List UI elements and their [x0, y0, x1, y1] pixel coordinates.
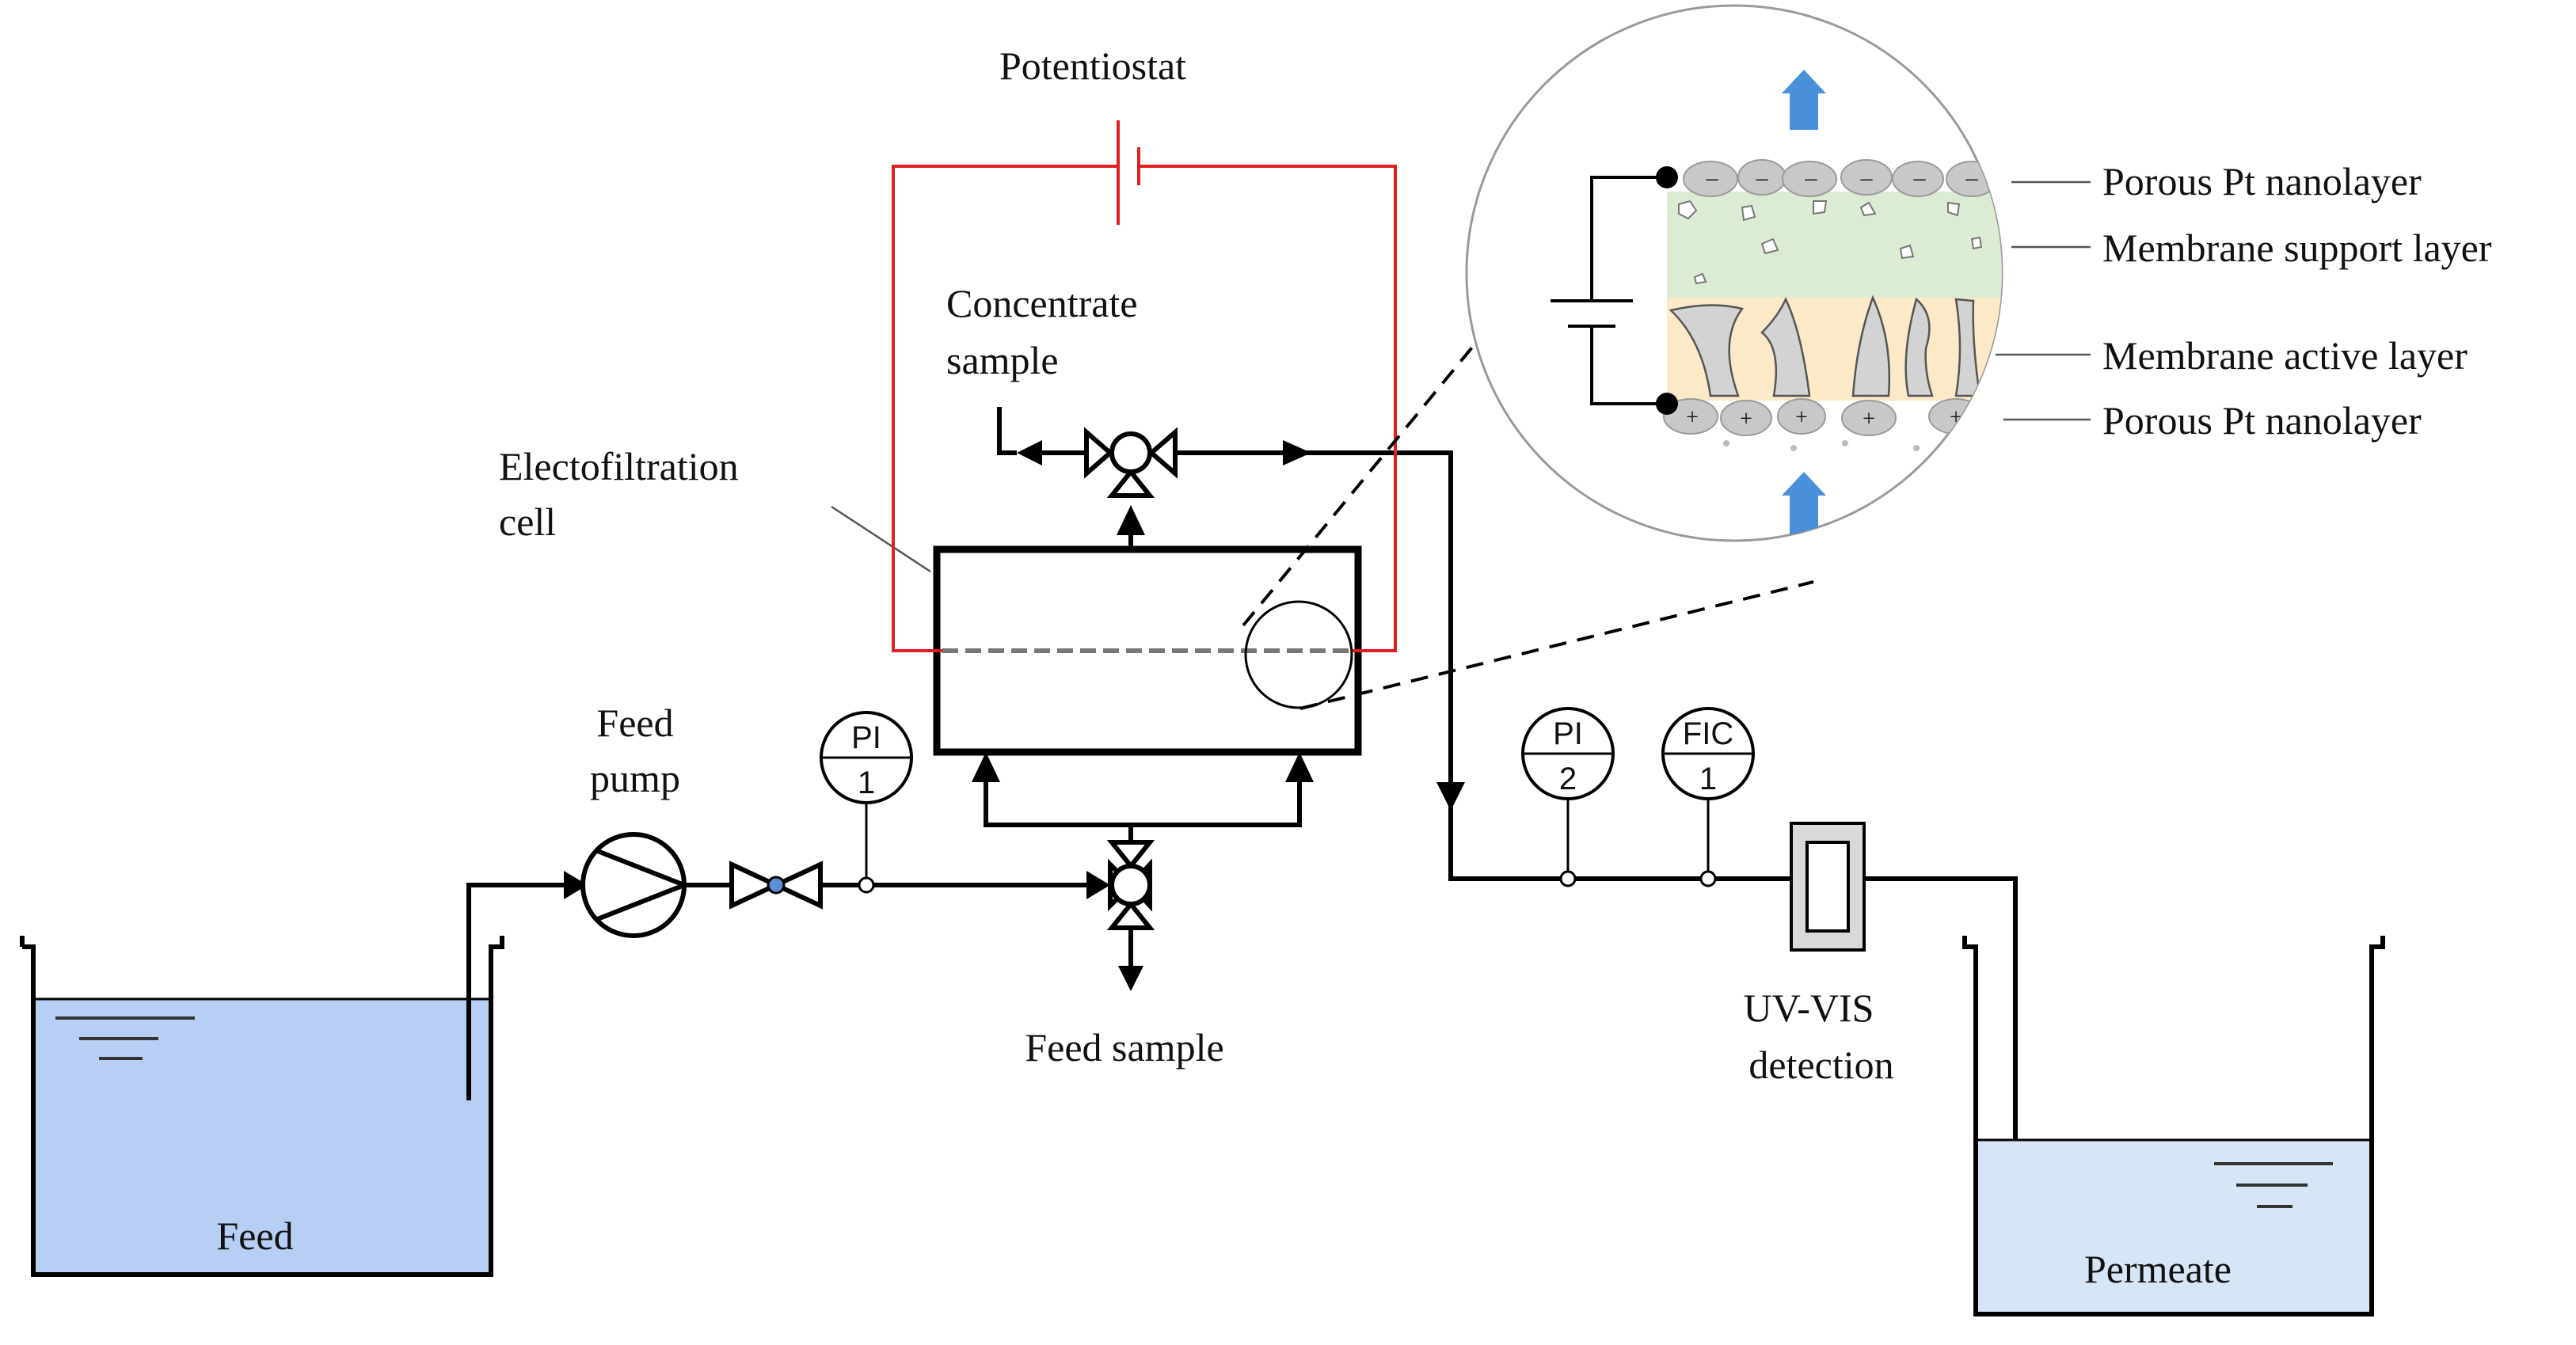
- electrofiltration-cell: Electofiltration cell: [499, 444, 1362, 756]
- uvvis-label-1: UV-VIS: [1744, 986, 1874, 1030]
- cell-label-1: Electofiltration: [499, 444, 739, 488]
- charge-minus: –: [1965, 165, 1979, 191]
- feed-3way-valve: Feed sample: [1025, 840, 1224, 1070]
- feed-suction-pipe: [466, 883, 564, 1100]
- cell-label-2: cell: [499, 500, 556, 544]
- flow-arrow-icon: [1283, 440, 1311, 465]
- charge-minus: –: [1860, 165, 1874, 191]
- potentiostat-wire-left: [892, 165, 1118, 652]
- layer-label-top-pt: Porous Pt nanolayer: [2102, 159, 2422, 203]
- magnifier-leader-bottom: [1299, 580, 1814, 710]
- fic1-tag: FIC: [1683, 716, 1733, 751]
- pressure-indicator-1: PI 1: [820, 711, 913, 894]
- charge-plus: +: [1740, 407, 1752, 431]
- feed-pump-label-1: Feed: [596, 701, 673, 745]
- feed-pump: Feed pump: [580, 701, 691, 938]
- charge-minus: –: [1805, 165, 1818, 191]
- magnifier-circle: [1244, 600, 1353, 709]
- flow-arrow-icon: [1285, 752, 1314, 782]
- gate-valve: [729, 861, 823, 910]
- pi2-tag: PI: [1553, 716, 1583, 751]
- charge-minus: –: [1706, 165, 1719, 191]
- permeate-outlet-pipe: [1864, 876, 2018, 1187]
- feed-tank: Feed: [20, 936, 504, 1277]
- flow-controller-1: FIC 1: [1661, 707, 1755, 887]
- permeate-tank-label: Permeate: [2084, 1247, 2232, 1291]
- pi2-number: 2: [1559, 762, 1577, 796]
- feed-pump-label-2: pump: [590, 756, 680, 800]
- valve-icon: [729, 861, 782, 910]
- uvvis-label-2: detection: [1748, 1043, 1893, 1087]
- feed-tank-walls: [20, 936, 504, 1277]
- concentrate-3way-valve: Concentrate sample: [946, 281, 1178, 498]
- charge-plus: +: [1686, 405, 1699, 430]
- charge-minus: –: [1913, 165, 1927, 191]
- potentiostat-circuit: Potentiostat: [892, 44, 1397, 652]
- support-layer: [1667, 192, 2002, 298]
- feed-sample-label: Feed sample: [1025, 1025, 1223, 1070]
- charge-plus: +: [1863, 407, 1875, 431]
- layer-label-support: Membrane support layer: [2102, 226, 2492, 270]
- fic1-number: 1: [1699, 762, 1717, 796]
- flow-direction-arrows: [1782, 70, 1826, 540]
- flow-arrow-icon: [972, 752, 1000, 782]
- pi1-tag: PI: [851, 720, 881, 755]
- magnified-membrane-view: – – – – – – + + +: [1465, 4, 2003, 542]
- flow-arrow-icon: [1017, 440, 1042, 465]
- feed-tank-label: Feed: [216, 1214, 293, 1258]
- pressure-indicator-2: PI 2: [1521, 707, 1615, 887]
- flow-arrow-icon: [564, 871, 588, 899]
- charge-minus: –: [1756, 165, 1769, 191]
- concentrate-label-2: sample: [946, 338, 1059, 382]
- permeate-tank-walls: [1962, 936, 2385, 1317]
- potentiostat-wire-right: [1139, 165, 1397, 652]
- flow-arrow-icon: [1117, 505, 1145, 535]
- feed-water: [33, 999, 491, 1275]
- arrow-up-icon: [1782, 472, 1826, 540]
- flow-arrow-icon: [1436, 782, 1465, 811]
- layer-label-active: Membrane active layer: [2102, 333, 2468, 378]
- arrow-up-icon: [1782, 70, 1826, 130]
- permeate-line: [1175, 450, 1791, 881]
- pi1-number: 1: [858, 766, 875, 800]
- flow-arrow-icon: [1086, 871, 1110, 899]
- battery-icon: [1551, 176, 1661, 405]
- concentrate-label-1: Concentrate: [946, 281, 1138, 325]
- layer-legend: Porous Pt nanolayer Membrane support lay…: [1996, 159, 2492, 443]
- potentiostat-label: Potentiostat: [999, 44, 1186, 88]
- valve-icon: [1084, 427, 1114, 479]
- layer-label-bottom-pt: Porous Pt nanolayer: [2102, 398, 2422, 443]
- uvvis-detector: UV-VIS detection: [1744, 822, 1894, 1087]
- membrane-power-source: [1551, 166, 1678, 415]
- flow-arrow-icon: [1118, 966, 1143, 991]
- permeate-tank: Permeate: [1962, 936, 2385, 1317]
- permeate-water: [1976, 1140, 2372, 1314]
- charge-plus: +: [1795, 405, 1808, 430]
